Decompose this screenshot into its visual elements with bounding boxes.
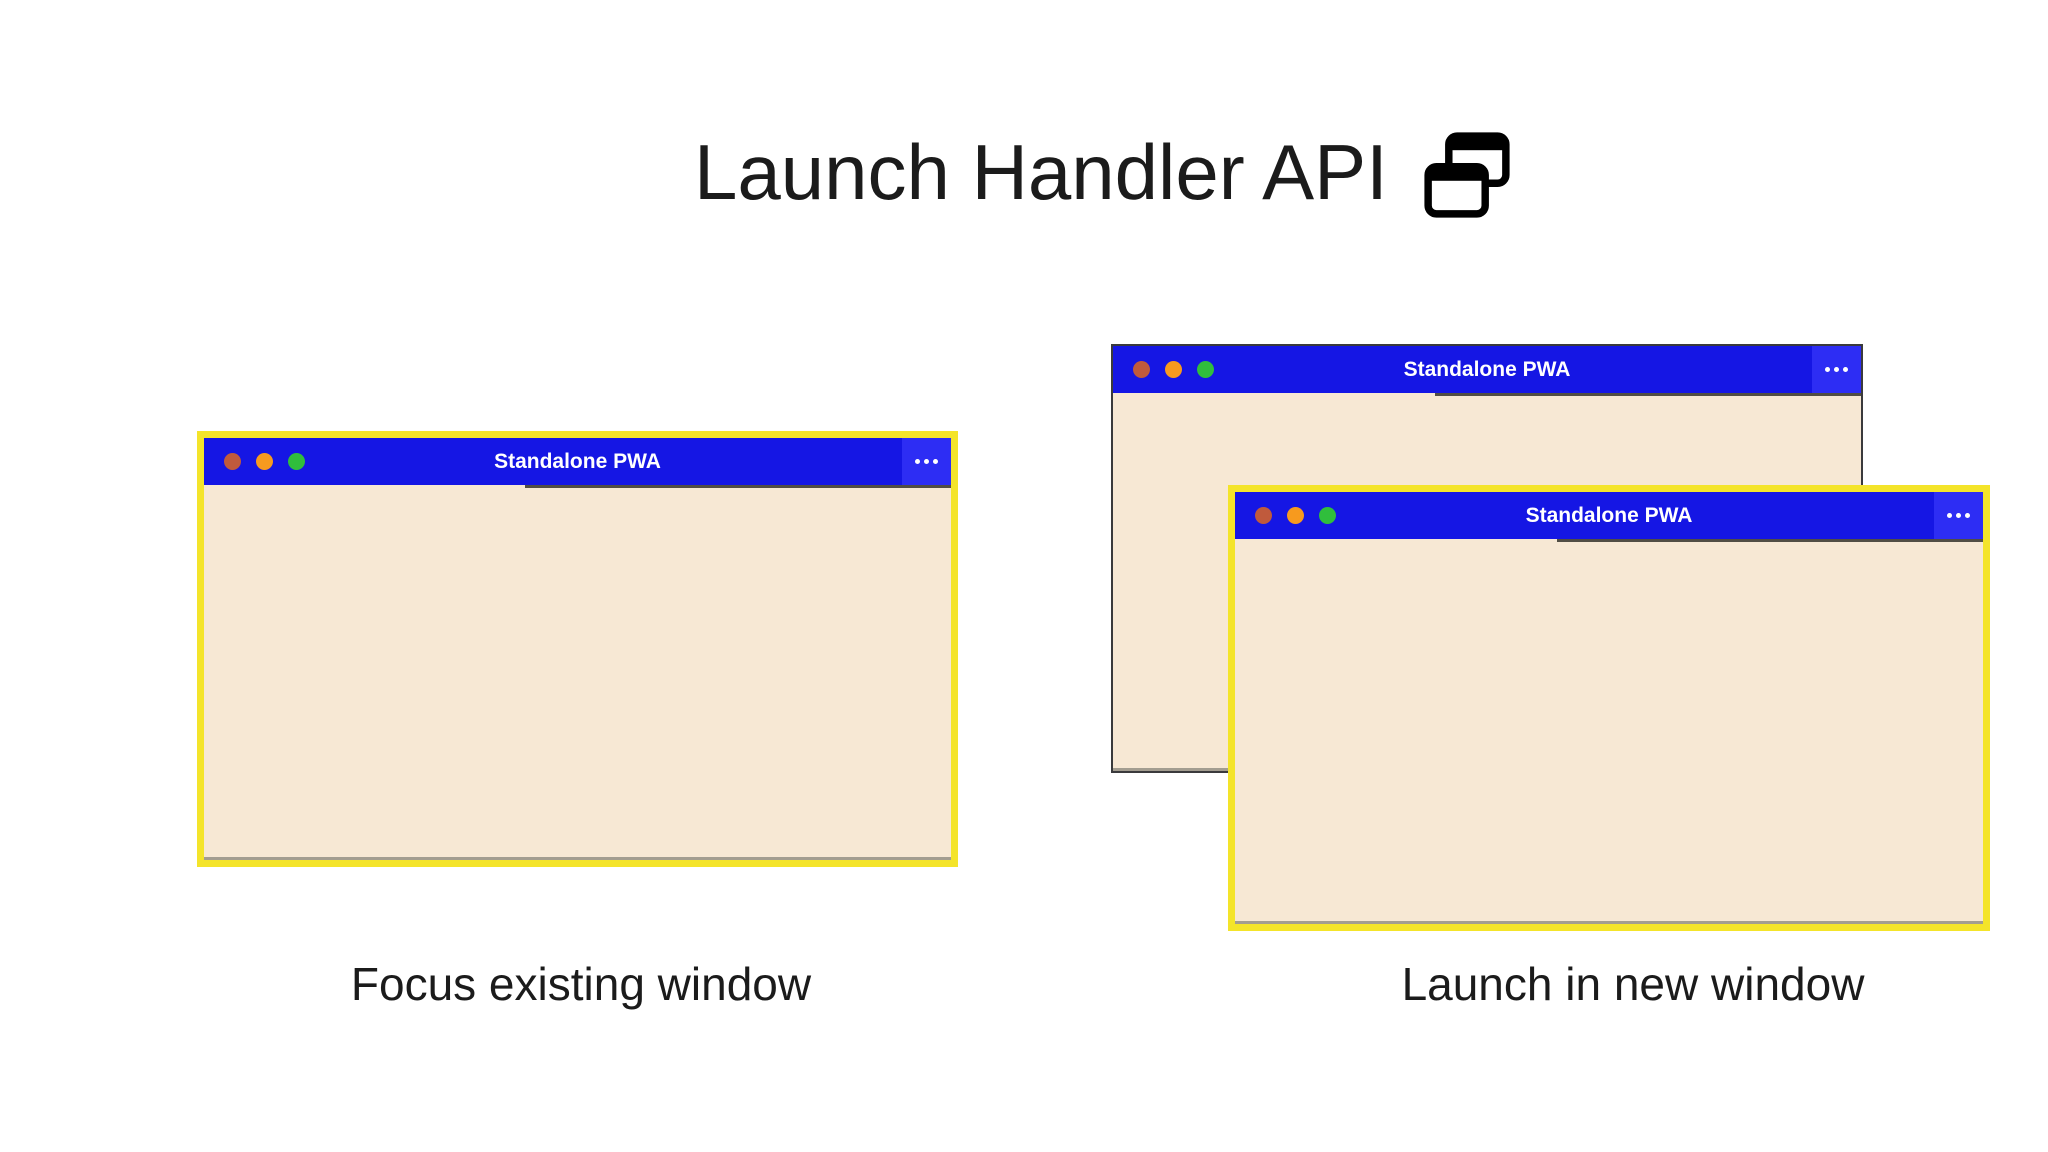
window-content — [204, 485, 951, 860]
window-control-green-icon[interactable] — [1319, 507, 1336, 524]
window-control-orange-icon[interactable] — [1165, 361, 1182, 378]
window-control-red-icon[interactable] — [224, 453, 241, 470]
window-control-red-icon[interactable] — [1133, 361, 1150, 378]
overlapping-windows-icon — [1424, 132, 1510, 218]
ellipsis-icon — [1947, 513, 1952, 518]
window-titlebar[interactable]: Standalone PWA — [1113, 346, 1861, 396]
window-title: Standalone PWA — [1525, 503, 1693, 527]
caption-focus-existing-window: Focus existing window — [350, 958, 812, 1010]
window-controls — [1113, 361, 1214, 378]
window-control-red-icon[interactable] — [1255, 507, 1272, 524]
caption-launch-in-new-window: Launch in new window — [1401, 958, 1865, 1010]
window-controls — [204, 453, 305, 470]
window-control-green-icon[interactable] — [288, 453, 305, 470]
window-content — [1235, 539, 1983, 924]
ellipsis-icon — [1834, 367, 1839, 372]
window-menu-button[interactable] — [1934, 492, 1983, 539]
window-control-orange-icon[interactable] — [256, 453, 273, 470]
window-title: Standalone PWA — [494, 449, 661, 473]
ellipsis-icon — [924, 459, 929, 464]
window-control-green-icon[interactable] — [1197, 361, 1214, 378]
ellipsis-icon — [1825, 367, 1830, 372]
ellipsis-icon — [1956, 513, 1961, 518]
window-title: Standalone PWA — [1403, 357, 1571, 381]
window-menu-button[interactable] — [902, 438, 951, 485]
window-titlebar[interactable]: Standalone PWA — [204, 438, 951, 488]
window-controls — [1235, 507, 1336, 524]
ellipsis-icon — [933, 459, 938, 464]
page-title: Launch Handler API — [694, 128, 1388, 216]
ellipsis-icon — [1843, 367, 1848, 372]
ellipsis-icon — [1965, 513, 1970, 518]
window-control-orange-icon[interactable] — [1287, 507, 1304, 524]
ellipsis-icon — [915, 459, 920, 464]
pwa-window-new: Standalone PWA — [1228, 485, 1990, 931]
window-titlebar[interactable]: Standalone PWA — [1235, 492, 1983, 542]
window-menu-button[interactable] — [1812, 346, 1861, 393]
pwa-window-existing: Standalone PWA — [197, 431, 958, 867]
